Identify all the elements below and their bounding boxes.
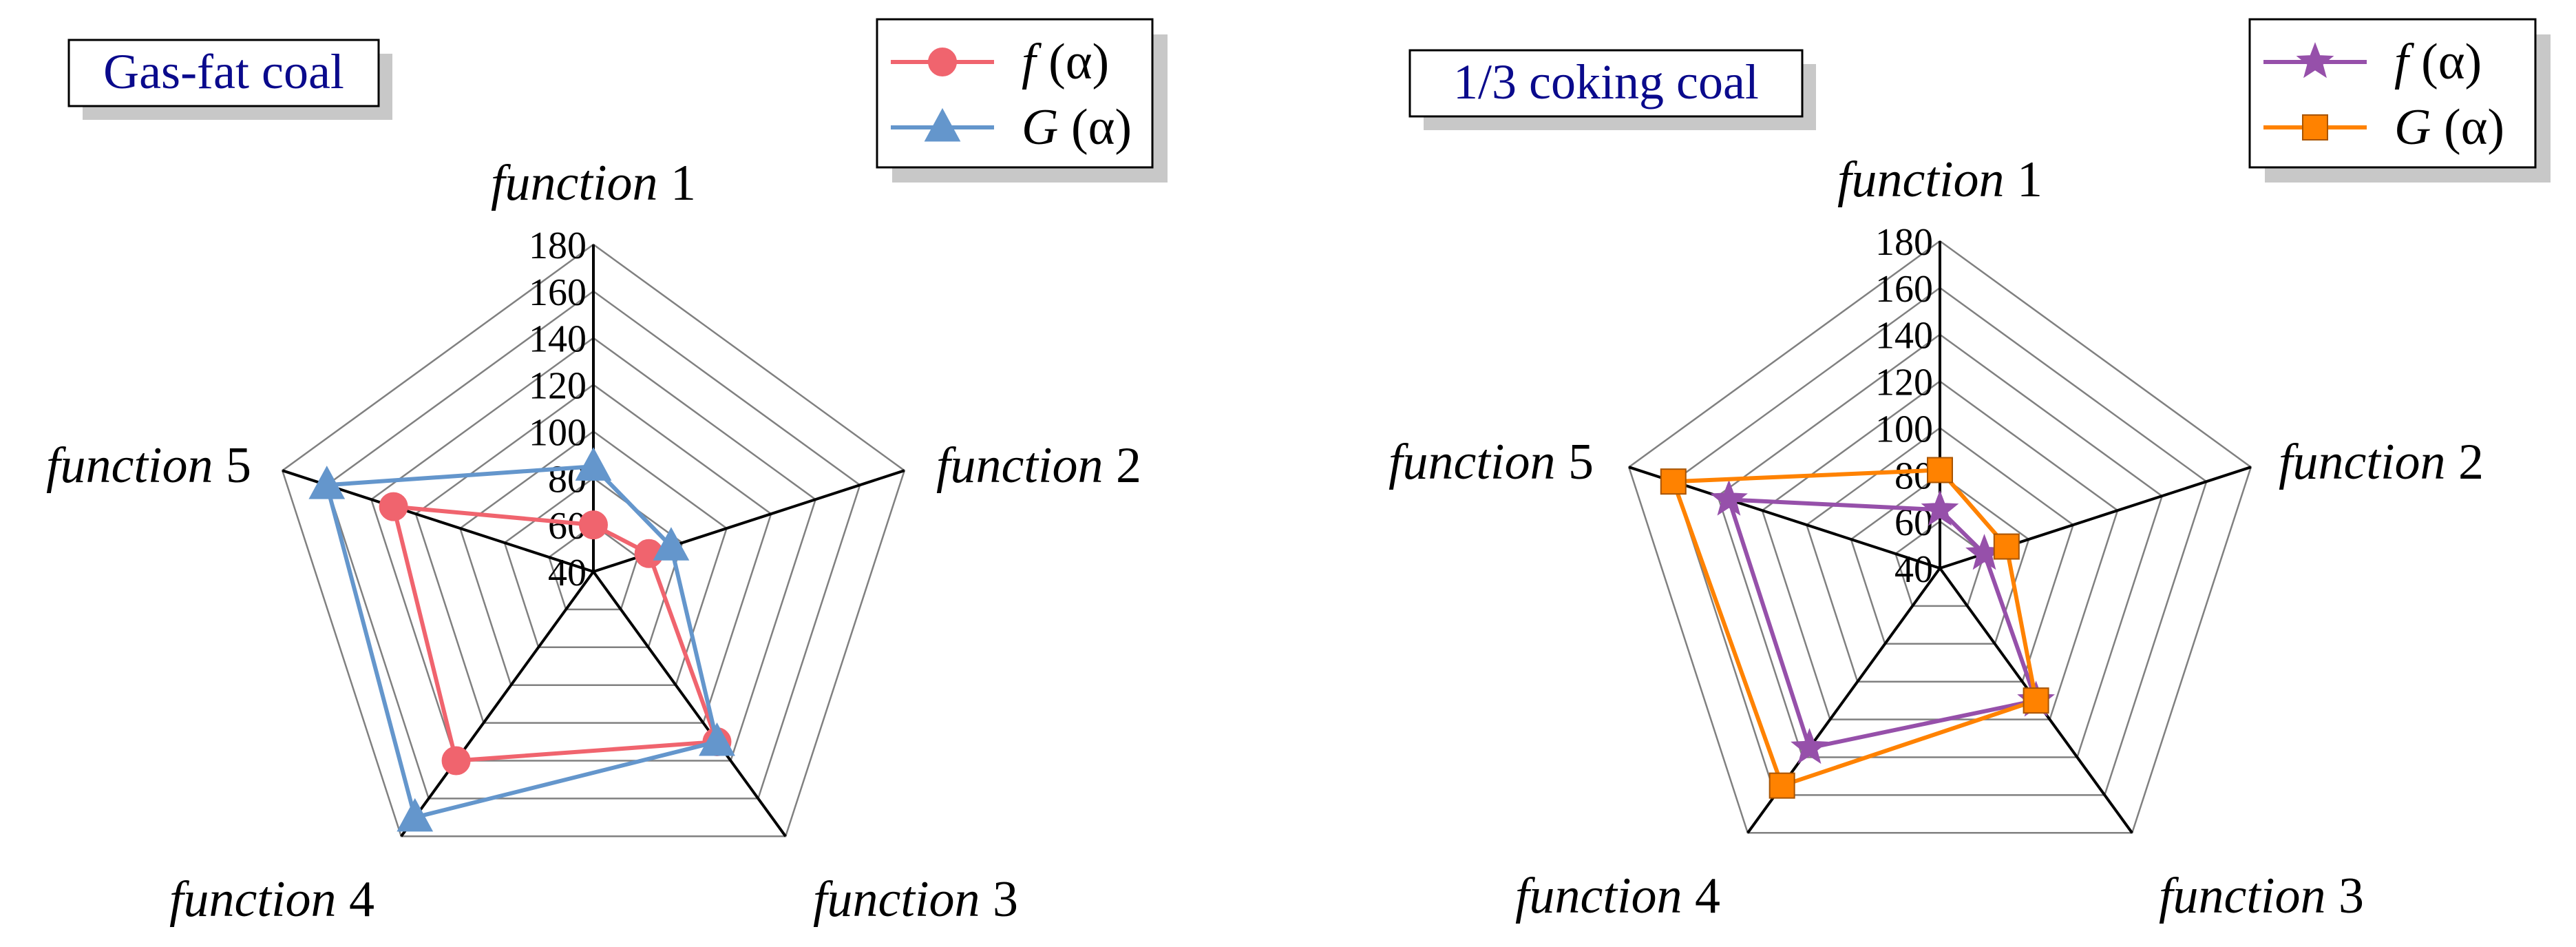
data-point-marker <box>579 510 608 540</box>
axis-spoke <box>400 570 595 837</box>
tick-label: 120 <box>529 365 587 408</box>
axis-label: function 2 <box>2279 434 2484 490</box>
title-box <box>67 39 380 107</box>
grid-ring <box>458 430 728 686</box>
chart-title: 1/3 coking coal <box>1453 54 1759 110</box>
data-series <box>308 447 735 832</box>
tick-label: 100 <box>529 411 587 454</box>
chart-title: Gas-fat coal <box>103 44 344 99</box>
legend-marker <box>928 48 957 76</box>
axis-labels: function 1 function 2 function 3 function 4… <box>46 155 1141 928</box>
grid-ring <box>1716 333 2164 758</box>
data-point-marker <box>1993 533 2020 560</box>
tick-label: 120 <box>1875 362 1933 404</box>
axis-label: function 4 <box>1515 868 1720 924</box>
axis-label: function 5 <box>1389 434 1594 490</box>
axis-spoke <box>592 570 787 837</box>
tick-label: 140 <box>529 318 587 361</box>
axis-label: function 3 <box>2159 868 2364 924</box>
tick-label: 80 <box>1894 455 1933 497</box>
legend-entry-label: G (α) <box>1022 99 1132 156</box>
grid-ring <box>548 523 639 611</box>
legend-entry-label: f (α) <box>2394 34 2482 90</box>
data-point-marker <box>379 492 408 521</box>
grid-ring <box>1850 473 2030 645</box>
data-point-marker <box>1927 457 1953 483</box>
axis-label: function 2 <box>936 437 1141 494</box>
data-point-marker <box>699 722 735 756</box>
tick-label: 180 <box>1875 221 1933 264</box>
data-point-marker <box>1791 727 1828 764</box>
data-point-marker <box>397 798 434 832</box>
legend-entry-label: G (α) <box>2394 99 2504 156</box>
legend: f (α) G (α) <box>2248 18 2551 183</box>
axis-label: function 5 <box>46 437 251 494</box>
data-point-marker <box>308 466 346 499</box>
data-point-marker <box>2023 687 2049 714</box>
legend-marker <box>2302 114 2328 141</box>
axis-labels: function 1 function 2 function 3 function 4… <box>1389 152 2484 924</box>
tick-label: 160 <box>1875 268 1933 311</box>
tick-label: 180 <box>529 225 587 267</box>
legend: f (α) G (α) <box>876 18 1168 183</box>
axis-label: function 3 <box>813 871 1018 928</box>
series-line <box>1727 497 2038 750</box>
tick-label: 160 <box>529 271 587 314</box>
legend-marker <box>2296 42 2334 79</box>
legend-entry-label: f (α) <box>1022 34 1109 90</box>
data-point-marker <box>1660 468 1687 495</box>
grid-ring <box>281 243 906 837</box>
tick-label: 40 <box>1894 548 1933 591</box>
legend-box <box>876 18 1154 169</box>
data-point-marker <box>441 746 471 776</box>
grid-ring <box>414 384 772 724</box>
axis-label: function 4 <box>169 871 374 928</box>
tick-label: 140 <box>1875 315 1933 357</box>
grid-ring <box>326 290 861 800</box>
series-line <box>324 464 719 820</box>
tick-label: 40 <box>548 552 587 594</box>
radar-grid <box>281 243 906 837</box>
data-point-marker <box>1921 490 1959 526</box>
axis-label: function 1 <box>1837 152 2042 208</box>
data-point-marker <box>1769 772 1795 799</box>
data-point-marker <box>653 527 690 561</box>
grid-ring <box>370 337 817 762</box>
data-point-marker <box>575 447 612 481</box>
title-box <box>1408 49 1804 118</box>
data-point-marker <box>1710 479 1748 516</box>
axis-label: function 1 <box>491 155 696 211</box>
radar-grid <box>1627 240 2252 834</box>
tick-label: 100 <box>1875 408 1933 450</box>
grid-ring <box>1627 240 2252 834</box>
data-series <box>1660 457 2055 799</box>
grid-ring <box>1672 287 2208 796</box>
grid-ring <box>1805 426 2075 683</box>
grid-ring <box>503 477 684 649</box>
legend-box <box>2248 18 2537 169</box>
legend-marker <box>924 107 961 142</box>
